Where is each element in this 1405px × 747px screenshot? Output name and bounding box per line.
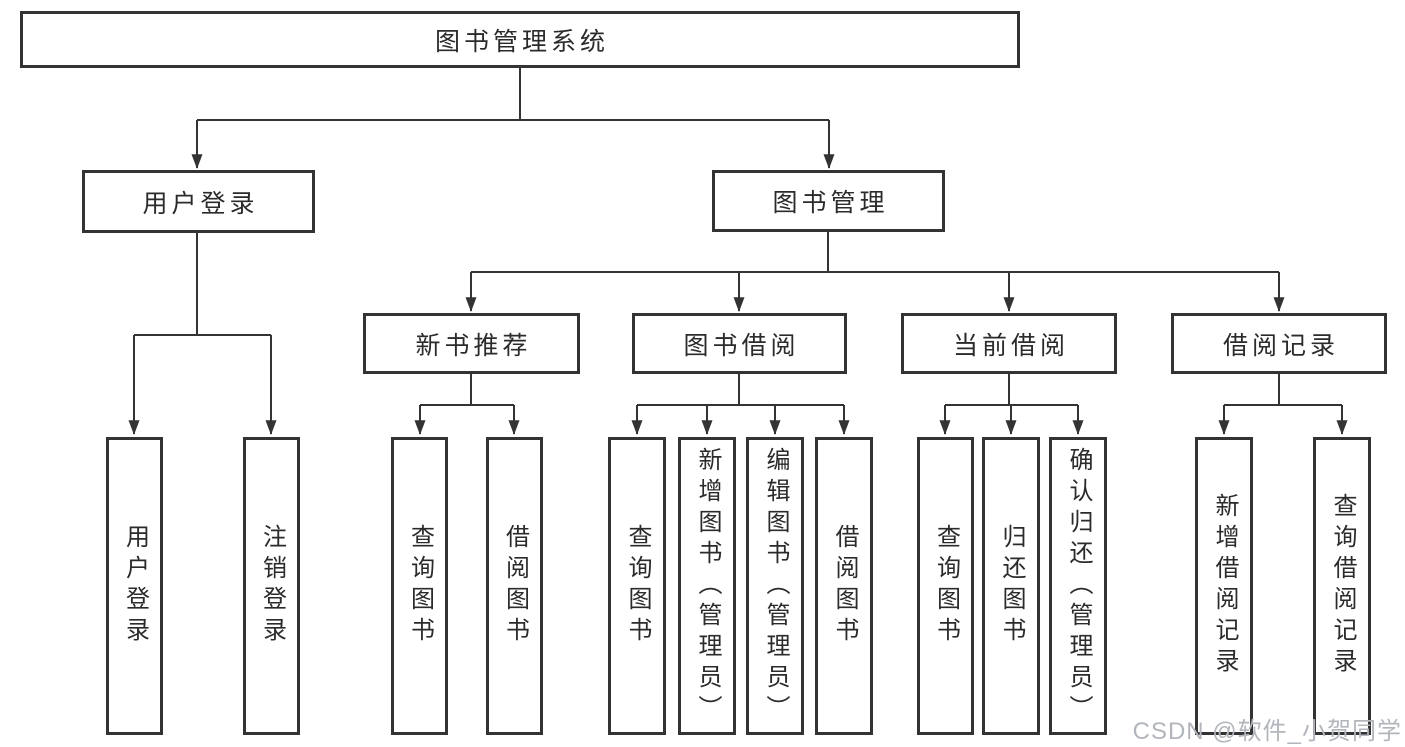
leaf-user-login-label: 用户登录 [121,524,149,648]
node-current-borrow: 当前借阅 [901,313,1117,374]
leaf-add-book-admin-label: 新增图书（管理员） [694,446,721,726]
node-borrow-records: 借阅记录 [1171,313,1387,374]
leaf-query-books-recommend: 查询图书 [391,437,448,735]
node-current-borrow-label: 当前借阅 [952,331,1069,360]
leaf-logout: 注销登录 [243,437,300,735]
node-book-borrow-label: 图书借阅 [683,331,800,360]
leaf-query-borrow-record-label: 查询借阅记录 [1329,493,1356,679]
leaf-query-books-current-label: 查询图书 [932,524,960,648]
leaf-add-borrow-record-label: 新增借阅记录 [1211,493,1238,679]
node-borrow-records-label: 借阅记录 [1222,331,1339,360]
leaf-confirm-return-admin: 确认归还（管理员） [1049,437,1107,735]
leaf-borrow-books: 借阅图书 [815,437,873,735]
leaf-borrow-books-recommend: 借阅图书 [486,437,543,735]
node-new-book-recommend: 新书推荐 [363,313,580,374]
node-root-label: 图书管理系统 [434,27,609,56]
leaf-query-books-borrow: 查询图书 [608,437,666,735]
leaf-query-borrow-record: 查询借阅记录 [1313,437,1371,735]
leaf-user-login: 用户登录 [106,437,163,735]
leaf-logout-label: 注销登录 [258,524,286,648]
leaf-return-book: 归还图书 [982,437,1040,735]
node-new-book-recommend-label: 新书推荐 [415,331,532,360]
leaf-borrow-books-label: 借阅图书 [831,524,858,648]
node-book-management-label: 图书管理 [772,189,889,217]
node-book-borrow: 图书借阅 [632,313,847,374]
leaf-return-book-label: 归还图书 [998,524,1025,648]
leaf-query-books-borrow-label: 查询图书 [624,524,651,648]
node-book-management: 图书管理 [712,170,945,232]
leaf-query-books-recommend-label: 查询图书 [406,524,434,648]
leaf-edit-book-admin-label: 编辑图书（管理员） [762,446,789,726]
leaf-query-books-current: 查询图书 [917,437,974,735]
leaf-borrow-books-recommend-label: 借阅图书 [501,524,529,648]
node-root: 图书管理系统 [20,11,1020,68]
leaf-add-book-admin: 新增图书（管理员） [678,437,736,735]
leaf-edit-book-admin: 编辑图书（管理员） [746,437,804,735]
node-user-login: 用户登录 [82,170,315,233]
leaf-add-borrow-record: 新增借阅记录 [1195,437,1253,735]
watermark: CSDN @软件_小贺同学 [1132,718,1402,745]
leaf-confirm-return-admin-label: 确认归还（管理员） [1065,446,1092,726]
node-user-login-label: 用户登录 [142,189,259,218]
